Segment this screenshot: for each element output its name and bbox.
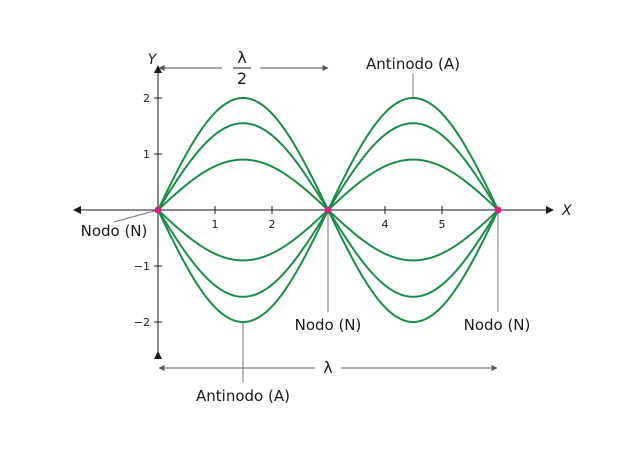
node-marker-right (494, 206, 502, 214)
node-left-label: Nodo (N) (81, 222, 148, 240)
y-tick-label: −2 (134, 316, 150, 329)
half-wavelength-numerator: λ (237, 48, 246, 67)
y-tick-label: 1 (143, 148, 150, 161)
y-ticks: 2 1 −1 −2 (134, 92, 162, 329)
half-wavelength-dimension: λ 2 (158, 48, 329, 88)
wave-curve-upper-3 (157, 96, 500, 213)
wave-curve-upper-2 (157, 122, 500, 212)
x-tick-label: 5 (439, 218, 446, 231)
node-marker-left (154, 206, 162, 214)
wave-curve-upper-1 (157, 158, 499, 212)
antinode-bottom-label: Antinodo (A) (196, 387, 290, 405)
half-wavelength-denominator: 2 (237, 69, 247, 88)
x-tick-label: 4 (382, 218, 389, 231)
x-ticks: 1 2 4 5 (212, 206, 446, 231)
node-marker-middle (324, 206, 332, 214)
x-axis-name: X (561, 203, 572, 219)
x-tick-label: 2 (269, 218, 276, 231)
x-tick-label: 1 (212, 218, 219, 231)
y-axis-name: Y (148, 52, 158, 68)
antinode-top-label: Antinodo (A) (366, 55, 460, 73)
y-tick-label: 2 (143, 92, 150, 105)
wavelength-label: λ (323, 358, 332, 377)
wavelength-dimension: λ (158, 358, 498, 377)
leader-node-left (113, 209, 159, 223)
node-middle-label: Nodo (N) (295, 316, 362, 334)
node-right-label: Nodo (N) (464, 316, 531, 334)
y-tick-label: −1 (134, 260, 150, 273)
